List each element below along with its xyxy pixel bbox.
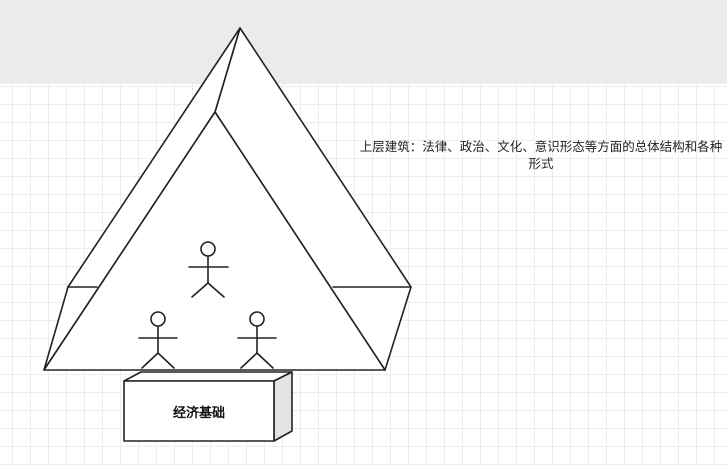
base-box-top <box>123 371 293 382</box>
base-box-front <box>123 380 275 442</box>
pyramid-front-face <box>43 111 386 371</box>
person-icon-left <box>138 311 178 369</box>
top-band <box>0 0 727 84</box>
economic-base-label: 经济基础 <box>172 405 225 421</box>
person-icon-right <box>237 311 277 369</box>
base-box-side <box>273 371 293 442</box>
superstructure-label: 上层建筑：法律、政治、文化、意识形态等方面的总体结构和各种形式 <box>359 139 723 171</box>
person-icon-top <box>188 241 229 298</box>
